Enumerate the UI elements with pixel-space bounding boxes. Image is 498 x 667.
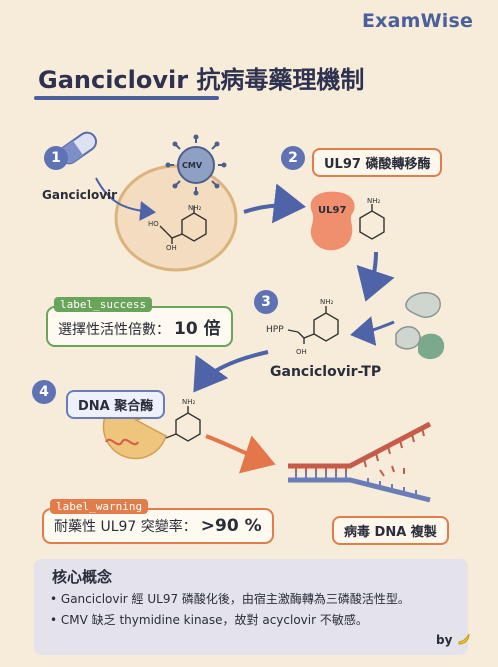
- uptake-arrow: [95, 177, 156, 221]
- title-underline: [34, 96, 219, 100]
- ul97-kinase-tag: UL97 磷酸轉移酶: [312, 148, 443, 177]
- success-callout-value: 10 倍: [174, 319, 221, 339]
- dna-polymerase-tag: DNA 聚合酶: [66, 390, 166, 419]
- byline-text: by: [436, 633, 453, 647]
- host-kinases-icon: [395, 292, 445, 360]
- core-bullet-1: • Ganciclovir 經 UL97 磷酸化後，由宿主激酶轉為三磷酸活性型。: [50, 592, 410, 606]
- ganciclovir-pill-icon: [58, 131, 98, 165]
- host-cell: [114, 164, 238, 272]
- oh-label-1: OH: [166, 244, 177, 252]
- success-callout: label_success 選擇性活性倍數：10 倍: [46, 297, 233, 347]
- core-bullet-2: • CMV 缺乏 thymidine kinase，故對 acyclovir 不…: [50, 613, 368, 627]
- phosphorylated-molecule: [359, 204, 385, 240]
- warning-callout-value: >90 %: [200, 516, 262, 536]
- dna-replication-fork: [288, 421, 432, 503]
- core-bullet-2-text: CMV 缺乏 thymidine kinase，故對 acyclovir 不敏感…: [60, 613, 368, 627]
- success-callout-tag: label_success: [54, 297, 153, 312]
- kinase-arrow: [350, 316, 395, 346]
- core-concept-box: [34, 559, 468, 655]
- template-strand: [105, 438, 139, 446]
- nh2-label-4: NH₂: [182, 398, 196, 406]
- oh-label-3: OH: [296, 348, 307, 356]
- success-callout-text: 選擇性活性倍數：: [58, 322, 170, 338]
- ho-label-1: HO: [148, 220, 159, 228]
- step-2-number: 2: [281, 146, 305, 170]
- cmv-label: CMV: [182, 161, 203, 170]
- step-1-number: 1: [44, 146, 68, 170]
- warning-callout-text: 耐藥性 UL97 突變率：: [54, 519, 197, 535]
- nh2-label-1: NH₂: [188, 204, 202, 212]
- ganciclovir-molecule: [159, 206, 207, 244]
- viral-dna-replication-tag: 病毒 DNA 複製: [332, 516, 449, 545]
- warning-callout: label_warning 耐藥性 UL97 突變率：>90 %: [42, 499, 274, 544]
- inhibition-arrow: [205, 434, 276, 474]
- ganciclovir-tp-molecule: [287, 306, 339, 344]
- ganciclovir-tp-label: Ganciclovir-TP: [270, 364, 382, 380]
- arrow-1-2: [243, 183, 306, 224]
- page-title: Ganciclovir 抗病毒藥理機制: [38, 66, 365, 94]
- inserted-molecule: [165, 406, 201, 442]
- core-bullet-1-text: Ganciclovir 經 UL97 磷酸化後，由宿主激酶轉為三磷酸活性型。: [60, 592, 410, 606]
- ganciclovir-label: Ganciclovir: [42, 188, 118, 202]
- arrow-2-3: [356, 251, 395, 302]
- warning-callout-tag: label_warning: [50, 499, 149, 514]
- arrow-3-4: [193, 350, 269, 393]
- banana-icon: [458, 633, 470, 645]
- nh2-label-2: NH₂: [367, 197, 381, 205]
- nh2-label-3: NH₂: [320, 298, 334, 306]
- ul97-label: UL97: [318, 205, 346, 216]
- step-4-number: 4: [32, 380, 56, 404]
- core-concept-title: 核心概念: [52, 568, 113, 586]
- step-3-number: 3: [254, 290, 278, 314]
- cmv-virus-icon: [165, 134, 227, 196]
- brand-logo: ExamWise: [362, 10, 474, 32]
- ul97-kinase-icon: [310, 191, 355, 251]
- hpp-label: HPP: [266, 325, 284, 335]
- byline: by: [436, 632, 471, 647]
